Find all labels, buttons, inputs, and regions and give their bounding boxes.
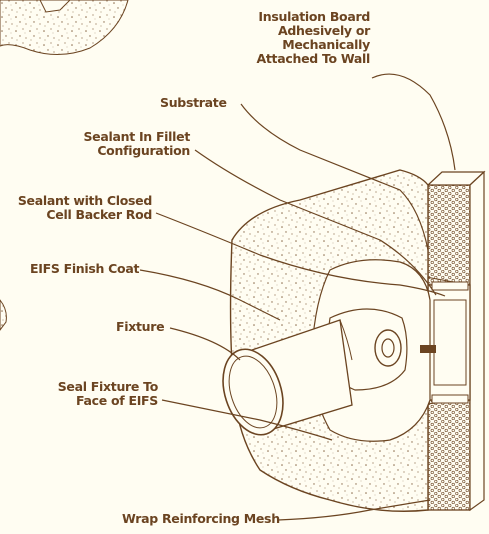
edge-fragment <box>0 300 6 330</box>
label-line: Adhesively or <box>250 24 370 38</box>
label-seal-fixture: Seal Fixture To Face of EIFS <box>40 380 158 408</box>
label-line: Insulation Board <box>250 10 370 24</box>
label-line: Configuration <box>60 144 190 158</box>
corner-stucco-fragment <box>0 0 128 55</box>
label-line: Mechanically <box>250 38 370 52</box>
label-eifs-finish-coat: EIFS Finish Coat <box>30 262 139 276</box>
label-line: Sealant In Fillet <box>60 130 190 144</box>
label-line: Cell Backer Rod <box>10 208 152 222</box>
label-sealant-fillet: Sealant In Fillet Configuration <box>60 130 190 158</box>
label-line: Attached To Wall <box>250 52 370 66</box>
leader-fixture <box>170 328 240 360</box>
leader-insulation <box>372 74 455 170</box>
label-sealant-backer-rod: Sealant with Closed Cell Backer Rod <box>10 194 152 222</box>
label-line: EIFS Finish Coat <box>30 262 139 276</box>
label-line: Seal Fixture To <box>40 380 158 394</box>
label-wrap-reinforcing-mesh: Wrap Reinforcing Mesh <box>122 512 280 526</box>
label-insulation-board: Insulation Board Adhesively or Mechanica… <box>250 10 370 66</box>
label-line: Fixture <box>116 320 164 334</box>
label-fixture: Fixture <box>116 320 164 334</box>
label-line: Sealant with Closed <box>10 194 152 208</box>
label-line: Wrap Reinforcing Mesh <box>122 512 280 526</box>
label-line: Substrate <box>160 96 227 110</box>
label-substrate: Substrate <box>160 96 227 110</box>
label-line: Face of EIFS <box>40 394 158 408</box>
